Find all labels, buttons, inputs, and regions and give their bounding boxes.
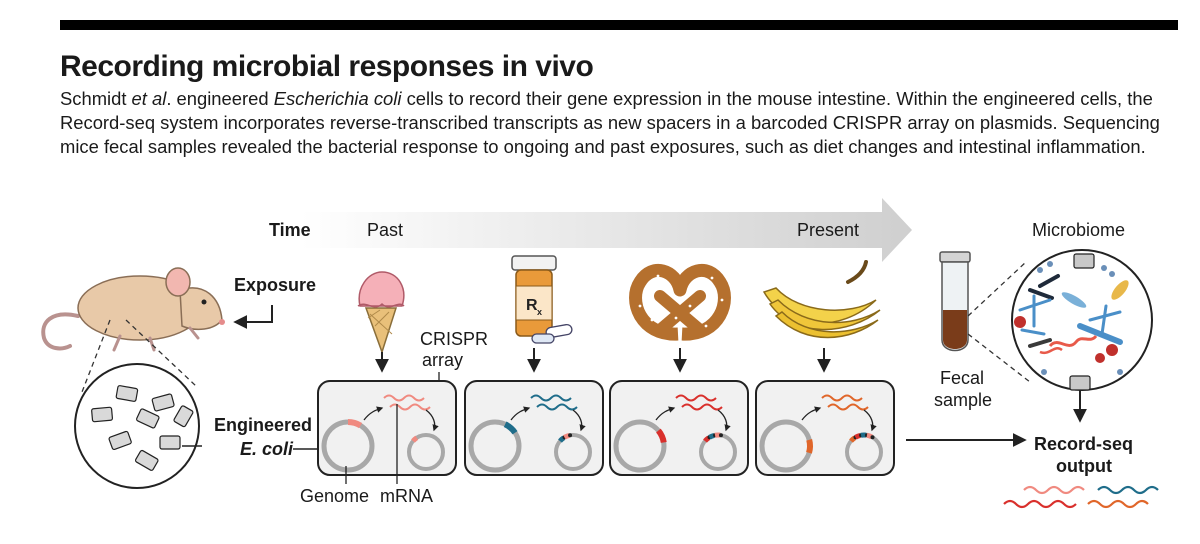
cell-panel-1 bbox=[317, 380, 457, 476]
bananas-icon bbox=[762, 260, 881, 339]
mrna-transcript bbox=[821, 394, 863, 402]
fecal-label: Fecal bbox=[940, 368, 984, 388]
plasmid-circle bbox=[554, 433, 592, 471]
exposure-label: Exposure bbox=[234, 275, 316, 295]
mrna-transcript bbox=[675, 394, 717, 402]
microbiome-label: Microbiome bbox=[1032, 220, 1125, 240]
mrna-transcript bbox=[530, 394, 572, 402]
genome-circle bbox=[613, 419, 667, 473]
transcription-arrow bbox=[801, 406, 822, 421]
past-label: Past bbox=[367, 220, 403, 240]
crispr-repeat bbox=[718, 433, 723, 438]
mrna-transcript bbox=[681, 403, 723, 411]
integration-arrow bbox=[717, 409, 731, 432]
cell-panel-3 bbox=[609, 380, 749, 476]
gut-circle bbox=[74, 363, 200, 489]
genome-segment bbox=[347, 419, 363, 429]
cell-panels bbox=[317, 380, 895, 476]
array-label: array bbox=[422, 350, 463, 370]
ice-cream-icon bbox=[357, 271, 405, 355]
microbiome-circle bbox=[1011, 249, 1153, 391]
diagram-canvas: Time Past Present Exposure Engineered E.… bbox=[41, 198, 1159, 509]
ecoli-label: E. coli bbox=[240, 439, 294, 459]
engineered-label: Engineered bbox=[214, 415, 312, 435]
caption-species: Escherichia coli bbox=[273, 88, 402, 109]
mrna-transcript bbox=[536, 403, 578, 411]
cell-panel-2 bbox=[464, 380, 604, 476]
output-label: Record-seq bbox=[1034, 434, 1133, 454]
output-label-2: output bbox=[1056, 456, 1112, 476]
caption-et-al: et al bbox=[131, 88, 167, 109]
mrna-transcript bbox=[383, 394, 425, 402]
integration-arrow bbox=[572, 409, 586, 432]
mrna-transcript bbox=[827, 403, 869, 411]
genome-segment bbox=[655, 428, 667, 444]
rx-symbol: R bbox=[526, 297, 538, 314]
panel-frame bbox=[464, 380, 604, 476]
plasmid-circle bbox=[407, 433, 445, 471]
time-label: Time bbox=[269, 220, 311, 240]
cell-panel-4 bbox=[755, 380, 895, 476]
genome-label: Genome bbox=[300, 486, 369, 506]
output-reads bbox=[1003, 485, 1159, 509]
transcription-arrow bbox=[510, 406, 531, 421]
mrna-label: mRNA bbox=[380, 486, 433, 506]
genome-segment bbox=[806, 439, 813, 454]
exposure-arrow bbox=[233, 305, 273, 329]
fecal-tube-icon bbox=[939, 251, 971, 352]
zoom-line-right bbox=[125, 319, 197, 387]
caption-part-3: cells to record their gene expression in… bbox=[60, 88, 1160, 157]
panel-frame bbox=[317, 380, 457, 476]
crispr-repeat bbox=[870, 435, 875, 440]
pretzel-icon bbox=[629, 264, 731, 341]
zoom-line-top bbox=[967, 261, 1027, 317]
medication-icon: R x bbox=[511, 255, 573, 344]
crispr-spacer bbox=[411, 435, 419, 443]
transcription-arrow bbox=[655, 406, 676, 421]
figure-caption: Schmidt et al. engineered Escherichia co… bbox=[60, 87, 1170, 159]
caption-part-1: Schmidt bbox=[60, 88, 132, 109]
top-rule bbox=[60, 20, 1178, 30]
panel-frame bbox=[609, 380, 749, 476]
exposure-down-arrows bbox=[375, 348, 831, 373]
transcription-arrow bbox=[363, 406, 384, 421]
sample-label: sample bbox=[934, 390, 992, 410]
crispr-label: CRISPR bbox=[420, 329, 488, 349]
crispr-repeat bbox=[568, 433, 573, 438]
genome-segment bbox=[503, 421, 518, 435]
rx-subscript: x bbox=[537, 307, 542, 317]
mouse-illustration bbox=[41, 267, 225, 352]
zoom-line-bottom bbox=[967, 333, 1031, 383]
present-label: Present bbox=[797, 220, 859, 240]
figure-title: Recording microbial responses in vivo bbox=[60, 50, 594, 83]
zoom-line-left bbox=[81, 319, 111, 393]
integration-arrow bbox=[863, 409, 877, 432]
integration-arrow bbox=[425, 409, 439, 432]
genome-circle bbox=[468, 419, 522, 473]
caption-part-2: . engineered bbox=[166, 88, 274, 109]
time-arrow bbox=[300, 198, 912, 262]
panel-frame bbox=[755, 380, 895, 476]
